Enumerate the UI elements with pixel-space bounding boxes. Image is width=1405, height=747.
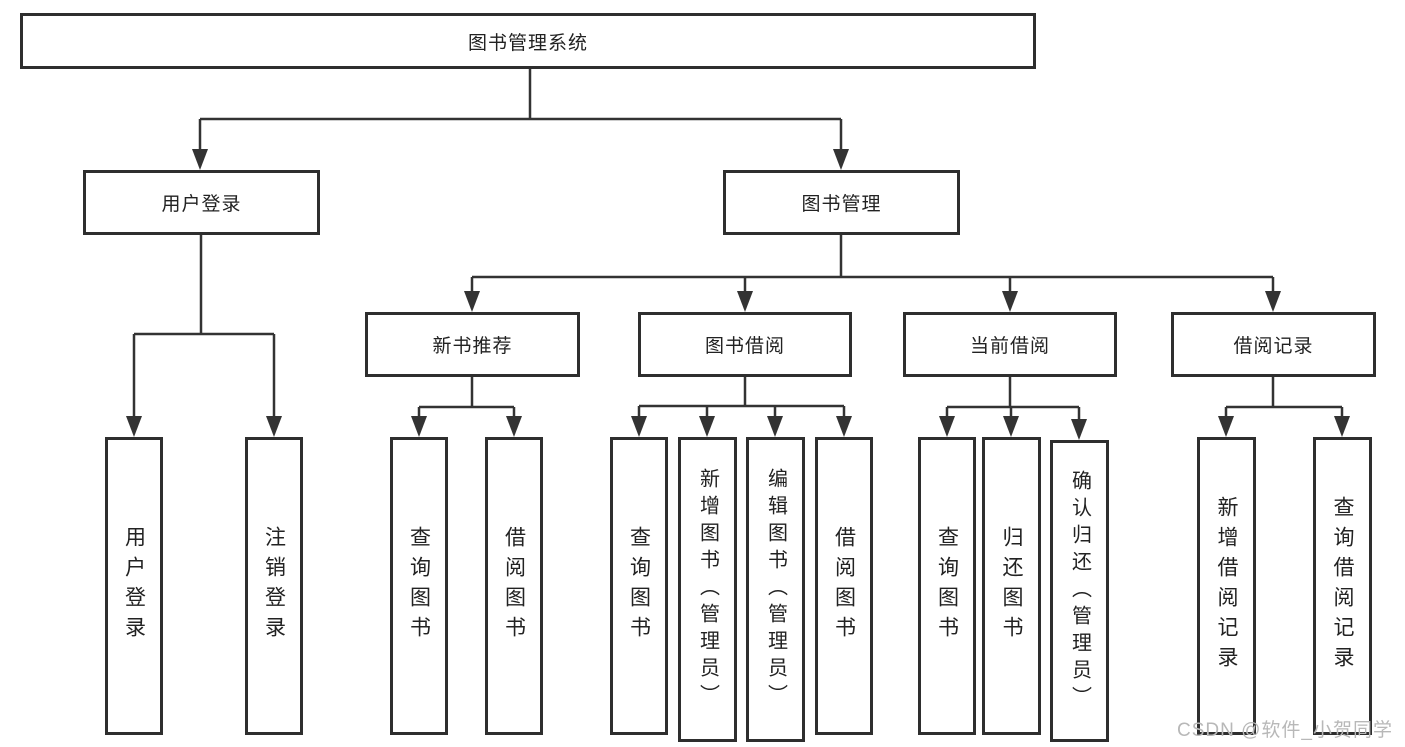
leaf-query-borrow-record: 查询借阅记录 <box>1313 437 1372 735</box>
node-label: 用户登录 <box>122 526 146 646</box>
connector-book-management-branch <box>470 234 1275 298</box>
csdn-watermark: CSDN @软件_小贺同学 <box>1177 720 1393 741</box>
node-library-management-system: 图书管理系统 <box>20 13 1036 69</box>
leaf-query-books-borrowing: 查询图书 <box>610 437 668 735</box>
leaf-borrow-books-recommend: 借阅图书 <box>485 437 543 735</box>
node-current-borrowing: 当前借阅 <box>903 312 1117 377</box>
leaf-query-books-current: 查询图书 <box>918 437 976 735</box>
node-label: 图书管理系统 <box>467 32 588 54</box>
node-label: 注销登录 <box>262 526 286 646</box>
leaf-return-book: 归还图书 <box>982 437 1041 735</box>
leaf-confirm-return-admin: 确认归还（管理员） <box>1050 440 1109 742</box>
node-label: 新增图书（管理员） <box>696 468 719 711</box>
node-label: 编辑图书（管理员） <box>764 468 787 711</box>
connector-new-book-branch <box>417 376 516 423</box>
leaf-add-book-admin: 新增图书（管理员） <box>678 437 737 742</box>
node-user-login: 用户登录 <box>83 170 320 235</box>
node-label: 用户登录 <box>161 194 242 215</box>
node-label: 借阅图书 <box>832 526 856 646</box>
node-book-management: 图书管理 <box>723 170 960 235</box>
node-label: 借阅图书 <box>502 526 526 646</box>
node-book-borrowing: 图书借阅 <box>638 312 852 377</box>
node-label: 确认归还（管理员） <box>1068 469 1091 713</box>
leaf-borrow-books-borrowing: 借阅图书 <box>815 437 873 735</box>
node-label: 新书推荐 <box>432 336 513 357</box>
leaf-query-books-recommend: 查询图书 <box>390 437 448 735</box>
leaf-add-borrow-record: 新增借阅记录 <box>1197 437 1256 735</box>
node-label: 新增借阅记录 <box>1215 496 1238 676</box>
node-label: 查询图书 <box>935 526 959 646</box>
connector-borrow-record-branch <box>1224 376 1344 423</box>
connector-user-login-branch <box>132 234 276 423</box>
leaf-logout: 注销登录 <box>245 437 303 735</box>
node-label: 当前借阅 <box>969 336 1050 357</box>
connector-root <box>198 68 843 156</box>
node-label: 查询借阅记录 <box>1331 496 1354 676</box>
node-label: 查询图书 <box>627 526 651 646</box>
node-label: 归还图书 <box>1000 526 1023 646</box>
leaf-user-login: 用户登录 <box>105 437 163 735</box>
connector-current-borrow-branch <box>945 376 1081 425</box>
leaf-edit-book-admin: 编辑图书（管理员） <box>746 437 805 742</box>
node-label: 图书借阅 <box>704 336 785 357</box>
node-borrowing-records: 借阅记录 <box>1171 312 1376 377</box>
node-label: 借阅记录 <box>1233 336 1314 357</box>
connector-book-borrow-branch <box>637 376 846 423</box>
node-label: 图书管理 <box>801 194 882 215</box>
node-new-book-recommendation: 新书推荐 <box>365 312 580 377</box>
node-label: 查询图书 <box>407 526 431 646</box>
